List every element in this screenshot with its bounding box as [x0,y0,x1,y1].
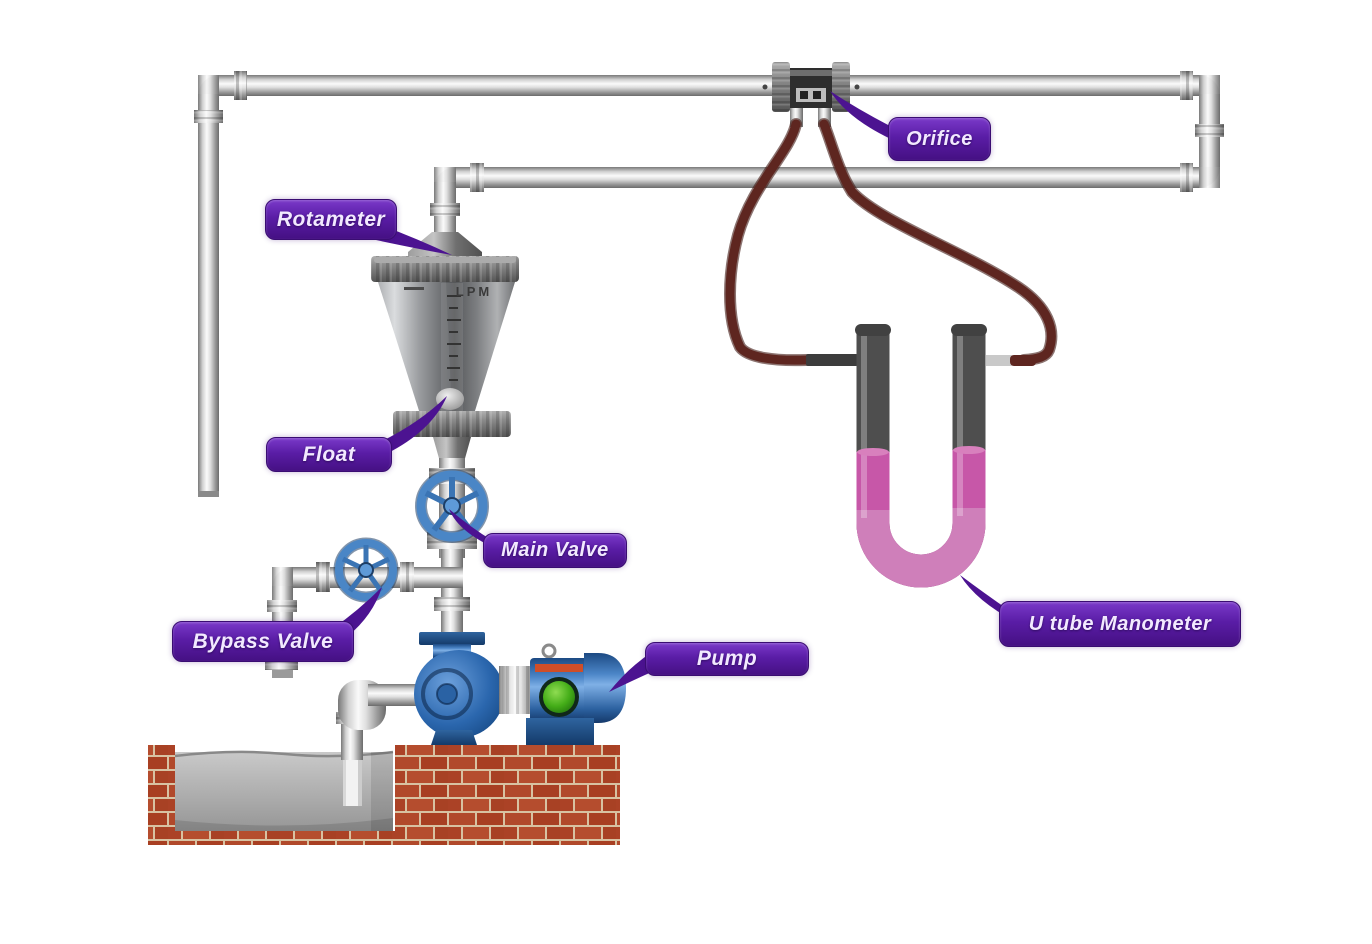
rotameter: LPM [371,232,519,462]
discharge-pipe [434,549,470,639]
rotameter-scale-unit: LPM [456,284,492,299]
label-u-tube-manometer: U tube Manometer [999,601,1241,647]
label-orifice: Orifice [888,117,991,161]
u-tube-manometer [806,324,1036,588]
pressure-tubes [724,118,1058,367]
float-level-mark [404,287,424,290]
return-pipe [430,163,1200,234]
label-main-valve: Main Valve [483,533,627,568]
brick-structure [148,745,620,845]
main-valve-handwheel [415,469,489,543]
bypass-valve-handwheel [333,537,399,603]
label-bypass-valve: Bypass Valve [172,621,354,662]
rotameter-float [436,388,464,410]
pump [414,632,626,745]
suction-pipe [336,680,424,806]
orifice-assembly [762,62,860,127]
label-float: Float [266,437,392,472]
label-rotameter: Rotameter [265,199,397,240]
main-valve [415,458,489,558]
main-loop-pipe [194,71,1224,497]
label-pump: Pump [645,642,809,676]
